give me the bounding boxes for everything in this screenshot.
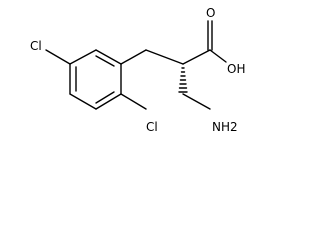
ring-bond-c1-c2 [95,49,122,65]
bond-c3-cl [45,49,71,65]
ring-double-c1-c2 [95,55,115,67]
bond-c6-cl [120,93,147,110]
bond-ch2-chiral [145,49,184,65]
ring-bond-c2-c3 [69,49,97,65]
hashed-wedge-bond [178,67,188,93]
atom-label-nh2: NH2 [212,120,238,134]
ring-bond-c4-c5 [69,93,97,110]
bond-chiral-cooh [182,49,211,65]
molecule-svg: O OH NH2 Cl Cl [30,6,245,134]
bond-ch2-nh2 [182,93,211,110]
ring-double-c5-c6 [95,91,115,104]
atom-label-cl-left: Cl [30,39,42,53]
bond-c-oh [209,49,227,63]
atom-label-oh: OH [227,62,245,76]
structure-canvas: O OH NH2 Cl Cl [0,0,274,139]
ring-bond-c5-c6 [95,93,122,110]
atom-label-cl-bottom: Cl [146,120,158,134]
bond-ring-ch2 [120,49,147,65]
atom-label-o-double: O [206,6,215,20]
